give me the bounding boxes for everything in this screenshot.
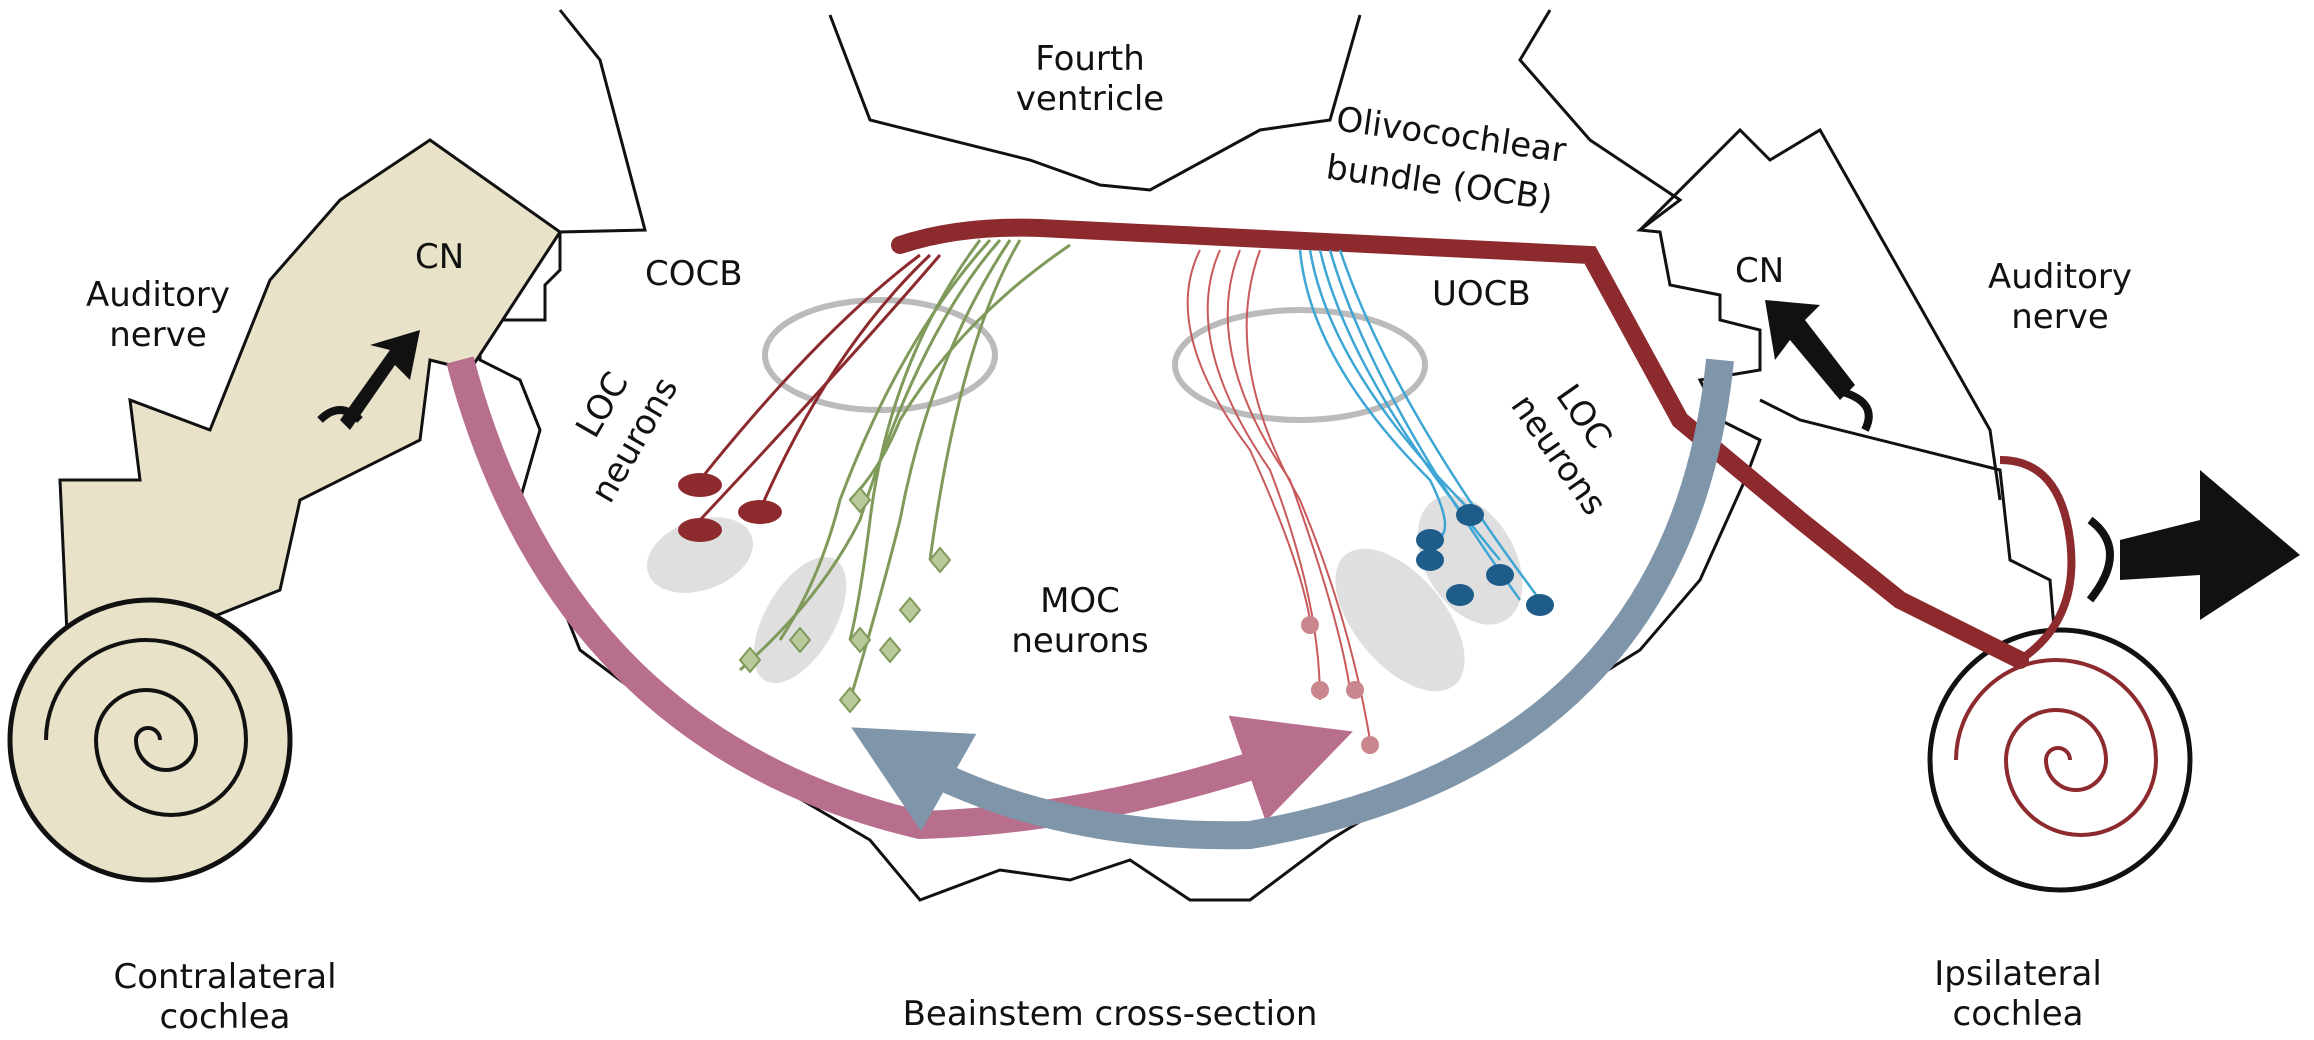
loc-left-fibers <box>698 253 942 522</box>
loc-left-cell-bodies <box>678 473 782 542</box>
label-contralateral-2: cochlea <box>160 997 291 1037</box>
ipsilateral-up-arrow-icon <box>1765 300 1855 400</box>
label-auditory-nerve-right-2: nerve <box>2011 297 2108 337</box>
label-ipsilateral-1: Ipsilateral <box>1934 954 2102 994</box>
label-moc-1: MOC <box>1040 581 1120 621</box>
label-brainstem: Beainstem cross-section <box>903 994 1318 1034</box>
ipsilateral-cn-region <box>1759 398 2062 701</box>
label-cocb: COCB <box>645 254 743 294</box>
ocb-inner-fiber <box>1999 456 2076 664</box>
loc-right-cell-bodies <box>1416 504 1554 616</box>
blue-pathway-arrow <box>851 358 1734 850</box>
ipsilateral-synapse-2-icon <box>1834 386 1873 432</box>
ring-outlines <box>762 297 1428 423</box>
moc-cell-bodies <box>738 486 952 714</box>
ipsilateral-cochlea-spiral <box>1954 658 2159 837</box>
ocb-bundle <box>891 218 2029 669</box>
moc-uncrossed-cell-bodies <box>1301 616 1379 754</box>
contralateral-signal-arrow-icon <box>340 330 420 430</box>
moc-uncrossed-fibers <box>1186 249 1371 741</box>
ipsilateral-nerve-outline <box>1638 127 2002 501</box>
label-cn-left: CN <box>415 237 464 277</box>
contralateral-synapse-icon <box>317 406 363 423</box>
label-ipsilateral-2: cochlea <box>1953 994 2084 1034</box>
ipsilateral-cochlea <box>1927 627 2193 893</box>
ipsilateral-synapse-icon <box>2086 516 2114 603</box>
label-auditory-nerve-left-2: nerve <box>109 315 206 355</box>
label-auditory-nerve-left-1: Auditory <box>86 275 230 315</box>
ipsilateral-right-arrow-icon <box>2120 470 2300 620</box>
label-contralateral-1: Contralateral <box>113 957 336 997</box>
fourth-ventricle-outline <box>828 14 1362 192</box>
label-uocb: UOCB <box>1432 274 1531 314</box>
label-cn-right: CN <box>1735 251 1784 291</box>
label-moc-2: neurons <box>1011 621 1148 661</box>
label-fourth-ventricle-1: Fourth <box>1035 39 1145 79</box>
label-fourth-ventricle-2: ventricle <box>1016 79 1164 119</box>
label-auditory-nerve-right-1: Auditory <box>1988 257 2132 297</box>
contralateral-cochlea-spiral <box>44 638 249 817</box>
